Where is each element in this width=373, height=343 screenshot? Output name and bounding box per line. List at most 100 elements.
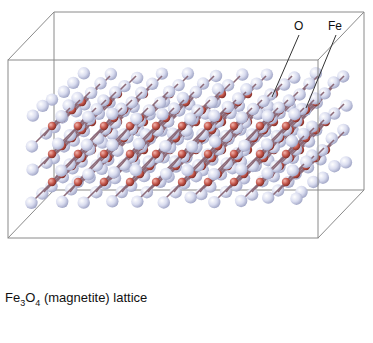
oxygen-atom <box>100 122 108 130</box>
oxygen-atom <box>282 150 290 158</box>
oxygen-atom <box>256 122 264 130</box>
iron-atom <box>85 87 97 99</box>
iron-atom <box>78 67 90 79</box>
oxygen-atom <box>74 178 82 186</box>
oxygen-atom <box>74 122 82 130</box>
iron-atom <box>184 112 196 124</box>
oxygen-atom <box>204 122 212 130</box>
bond <box>316 140 334 158</box>
oxygen-atom <box>152 178 160 186</box>
iron-atom <box>156 67 168 79</box>
iron-atom <box>340 156 352 168</box>
oxygen-atom <box>282 122 290 130</box>
iron-atom <box>55 110 67 122</box>
iron-atom <box>327 76 339 88</box>
oxygen-atom <box>256 178 264 186</box>
leader-lines <box>272 35 336 108</box>
iron-atom <box>278 78 290 90</box>
oxygen-atom <box>152 150 160 158</box>
subscript: 4 <box>35 298 40 308</box>
iron-atom <box>182 67 194 79</box>
oxygen-atom <box>230 122 238 130</box>
oxygen-atom <box>178 178 186 186</box>
iron-atom <box>133 138 145 150</box>
iron-atom <box>288 108 300 120</box>
iron-atom <box>81 139 93 151</box>
iron-atom <box>58 86 70 98</box>
iron-atom <box>262 191 274 203</box>
iron-atom <box>26 163 38 175</box>
iron-atom <box>209 136 221 148</box>
oxygen-atom <box>178 150 186 158</box>
iron-atom <box>208 196 220 208</box>
iron-atom <box>262 110 274 122</box>
caption: Fe3O4 (magnetite) lattice <box>5 290 147 308</box>
iron-atom <box>181 164 193 176</box>
iron-atom <box>184 191 196 203</box>
atom-label: Fe <box>326 19 344 33</box>
oxygen-atom <box>48 122 56 130</box>
box-outline <box>8 12 364 238</box>
oxygen-atom <box>178 122 186 130</box>
oxygen-atom <box>126 178 134 186</box>
oxygen-atom <box>126 150 134 158</box>
iron-atom <box>130 112 142 124</box>
iron-atom <box>208 168 220 180</box>
oxygen-atom <box>48 178 56 186</box>
iron-atom <box>36 100 48 112</box>
iron-atom <box>55 164 67 176</box>
iron-atom <box>283 94 295 106</box>
iron-atom <box>247 103 259 115</box>
iron-atom <box>186 140 198 152</box>
oxygen-atom <box>230 178 238 186</box>
oxygen-atom <box>152 122 160 130</box>
iron-atom <box>156 108 168 120</box>
iron-atom <box>286 135 298 147</box>
iron-atom <box>131 195 143 207</box>
iron-atom <box>235 195 247 207</box>
iron-atom <box>261 138 273 150</box>
iron-atom <box>82 111 94 123</box>
iron-atom <box>26 140 38 152</box>
oxygen-atom <box>256 150 264 158</box>
iron-atom <box>106 108 118 120</box>
iron-atom <box>67 77 79 89</box>
iron-atom <box>210 70 222 82</box>
iron-atom <box>56 196 68 208</box>
bond <box>130 108 148 126</box>
iron-atom <box>257 95 269 107</box>
atom-lattice <box>25 67 353 209</box>
bond <box>208 164 226 182</box>
iron-atom <box>160 168 172 180</box>
iron-atom <box>328 160 340 172</box>
iron-atom <box>82 168 94 180</box>
iron-atom <box>106 139 118 151</box>
iron-atom <box>106 195 118 207</box>
box-outline <box>8 12 364 238</box>
iron-atom <box>261 167 273 179</box>
iron-atom <box>235 163 247 175</box>
oxygen-atom <box>74 150 82 158</box>
iron-atom <box>126 96 138 108</box>
oxygen-atom <box>282 178 290 186</box>
oxygen-atom <box>100 178 108 186</box>
iron-atom <box>25 197 37 209</box>
atom-label: O <box>292 19 305 33</box>
iron-atom <box>27 109 39 121</box>
oxygen-atom <box>204 150 212 158</box>
iron-atom <box>130 164 142 176</box>
iron-atom <box>52 137 64 149</box>
iron-atom <box>159 140 171 152</box>
iron-atom <box>158 196 170 208</box>
oxygen-atom <box>48 150 56 158</box>
iron-atom <box>208 110 220 122</box>
iron-atom <box>287 164 299 176</box>
subscript: 3 <box>20 298 25 308</box>
oxygen-atom <box>100 150 108 158</box>
iron-atom <box>238 139 250 151</box>
iron-atom <box>77 196 89 208</box>
iron-atom <box>190 86 202 98</box>
iron-atom <box>131 72 143 84</box>
iron-atom <box>236 111 248 123</box>
oxygen-atom <box>230 150 238 158</box>
